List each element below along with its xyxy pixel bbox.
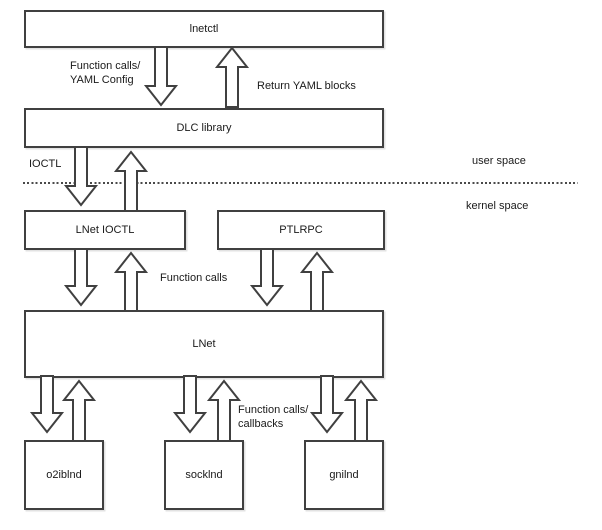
box-dlc-library-label: DLC library	[176, 122, 232, 134]
box-o2iblnd: o2iblnd	[24, 440, 104, 510]
box-socklnd: socklnd	[164, 440, 244, 510]
up-arrow	[214, 46, 250, 108]
down-arrow	[143, 46, 179, 107]
label-user-space: user space	[472, 155, 526, 167]
box-lnet: LNet	[24, 310, 384, 378]
box-o2iblnd-label: o2iblnd	[46, 469, 82, 481]
box-gnilnd: gnilnd	[304, 440, 384, 510]
label-function-calls-yaml-config: Function calls/ YAML Config	[70, 60, 141, 86]
down-arrow	[63, 146, 99, 207]
down-arrow	[63, 248, 99, 307]
label-ioctl: IOCTL	[29, 158, 62, 170]
label-return-yaml-blocks: Return YAML blocks	[257, 80, 356, 92]
user-kernel-separator-line	[23, 182, 578, 184]
up-arrow	[206, 379, 242, 442]
up-arrow	[299, 251, 335, 312]
box-ptlrpc-label: PTLRPC	[279, 224, 323, 236]
down-arrow	[249, 248, 285, 307]
up-arrow	[61, 379, 97, 442]
up-arrow	[343, 379, 379, 442]
box-lnetctl: lnetctl	[24, 10, 384, 48]
down-arrow	[29, 375, 65, 434]
label-function-calls: Function calls	[160, 272, 228, 284]
label-kernel-space: kernel space	[466, 200, 529, 212]
box-lnet-label: LNet	[192, 338, 216, 350]
up-arrow	[113, 251, 149, 312]
box-socklnd-label: socklnd	[185, 469, 223, 481]
box-ptlrpc: PTLRPC	[217, 210, 385, 250]
box-lnetctl-label: lnetctl	[189, 23, 219, 35]
down-arrow	[309, 375, 345, 434]
box-lnet-ioctl-label: LNet IOCTL	[75, 224, 135, 236]
box-gnilnd-label: gnilnd	[329, 469, 359, 481]
down-arrow	[172, 375, 208, 434]
up-arrow	[113, 150, 149, 212]
box-dlc-library: DLC library	[24, 108, 384, 148]
box-lnet-ioctl: LNet IOCTL	[24, 210, 186, 250]
label-function-calls-callbacks: Function calls/ callbacks	[238, 404, 309, 430]
